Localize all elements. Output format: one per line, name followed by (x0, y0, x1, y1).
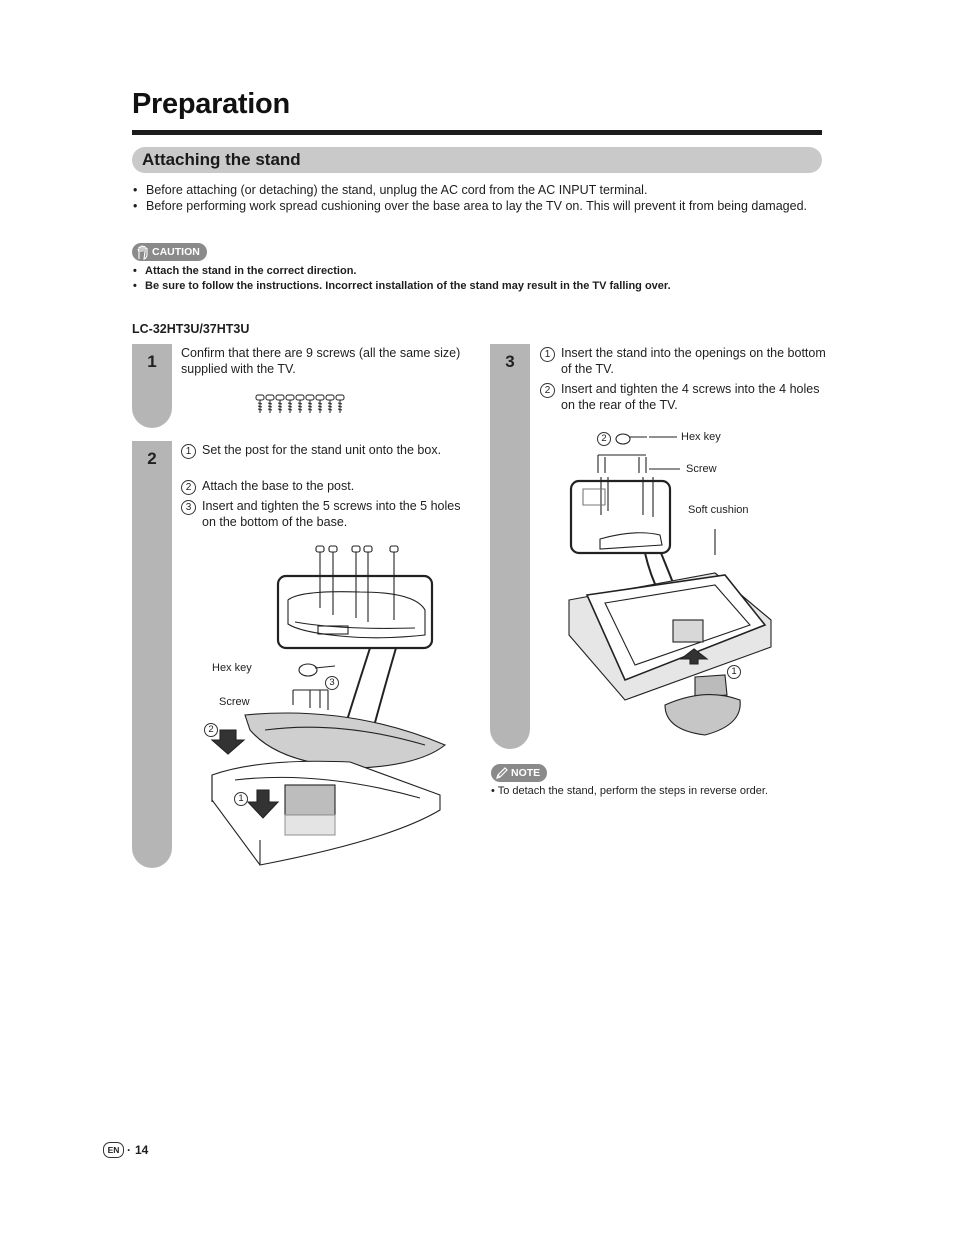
title-rule (132, 130, 822, 135)
note-label: NOTE (511, 767, 541, 779)
step-1-number: 1 (147, 352, 157, 371)
step-3-tab (490, 344, 530, 749)
callout-2: 2 (204, 723, 218, 737)
page-number: 14 (135, 1143, 149, 1157)
step-3-number: 3 (505, 352, 515, 371)
screws-illustration (255, 394, 345, 414)
caution-badge: CAUTION (132, 243, 207, 261)
step-1-tab (132, 344, 172, 428)
tv-stand-attach-illustration (568, 433, 772, 736)
step-2-number: 2 (147, 449, 157, 468)
step-2-item-3: 3 Insert and tighten the 5 screws into t… (181, 499, 477, 530)
step-1-text: Confirm that there are 9 screws (all the… (181, 346, 461, 376)
circled-number: 1 (540, 347, 555, 362)
circled-number: 3 (181, 500, 196, 515)
step-2-item-2-text: Attach the base to the post. (202, 479, 355, 493)
caution-bullet: Be sure to follow the instructions. Inco… (132, 279, 812, 294)
hex-key-label: Hex key (212, 662, 252, 674)
page-title: Preparation (132, 88, 290, 120)
hand-icon (137, 244, 148, 260)
note-text: To detach the stand, perform the steps i… (497, 785, 768, 797)
caution-bullet: Attach the stand in the correct directio… (132, 264, 812, 279)
hex-key-label: Hex key (681, 431, 721, 443)
step-3-item-1-text: Insert the stand into the openings on th… (561, 346, 826, 376)
step-2-item-2: 2 Attach the base to the post. (181, 479, 477, 495)
step-3-item-2-text: Insert and tighten the 4 screws into the… (561, 382, 820, 412)
section-title: Attaching the stand (142, 150, 301, 169)
callout-2: 2 (597, 432, 611, 446)
soft-cushion-label: Soft cushion (688, 504, 749, 516)
intro-bullets: Before attaching (or detaching) the stan… (132, 183, 812, 214)
step-2-item-3-text: Insert and tighten the 5 screws into the… (202, 499, 461, 529)
step-2-item-1-text: Set the post for the stand unit onto the… (202, 443, 442, 457)
stand-base-assembly-illustration (210, 545, 447, 866)
step-2-tab (132, 441, 172, 868)
caution-bullets: Attach the stand in the correct directio… (132, 264, 812, 293)
callout-1: 1 (234, 792, 248, 806)
intro-bullet: Before attaching (or detaching) the stan… (132, 183, 812, 199)
screw-label: Screw (219, 696, 250, 708)
note-badge: NOTE (491, 764, 548, 782)
step-3-item-2: 2 Insert and tighten the 4 screws into t… (540, 382, 836, 413)
page-footer: EN · 14 (103, 1142, 148, 1158)
pencil-icon (496, 767, 508, 779)
model-heading: LC-32HT3U/37HT3U (132, 322, 250, 336)
callout-1: 1 (727, 665, 741, 679)
language-badge: EN (103, 1142, 124, 1158)
circled-number: 1 (181, 444, 196, 459)
section-header: Attaching the stand (132, 147, 822, 173)
circled-number: 2 (181, 480, 196, 495)
caution-label: CAUTION (152, 246, 200, 258)
circled-number: 2 (540, 383, 555, 398)
screw-label: Screw (686, 463, 717, 475)
callout-3: 3 (325, 676, 339, 690)
step-3-item-1: 1 Insert the stand into the openings on … (540, 346, 836, 377)
intro-bullet: Before performing work spread cushioning… (132, 199, 812, 215)
note-bullet: • To detach the stand, perform the steps… (491, 785, 768, 797)
step-2-item-1: 1 Set the post for the stand unit onto t… (181, 443, 477, 459)
